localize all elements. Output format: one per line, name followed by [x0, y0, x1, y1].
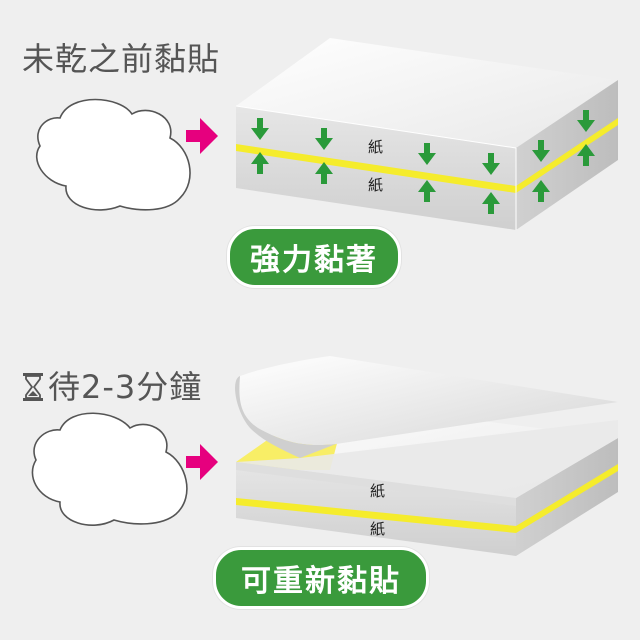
- strong-adhesion-badge: 強力黏著: [227, 226, 401, 288]
- step-repositionable: 待2-3分鐘: [0, 320, 640, 640]
- repositionable-illustration: 紙 紙: [31, 356, 618, 556]
- paper-label-lower: 紙: [368, 176, 383, 194]
- up-arrow-icon: [251, 144, 595, 214]
- paper-label-upper: 紙: [370, 482, 385, 500]
- hourglass-icon: [23, 373, 43, 401]
- glue-blob: [31, 412, 188, 526]
- paper-label-upper: 紙: [368, 138, 383, 156]
- step-strong-adhesion: 未乾之前黏貼: [22, 38, 618, 288]
- repositionable-badge: 可重新黏貼: [213, 547, 429, 609]
- right-arrow-icon: [186, 444, 218, 480]
- step-caption: 待2-3分鐘: [22, 362, 202, 408]
- curled-sheet: [239, 356, 618, 446]
- strong-adhesion-illustration: 紙 紙: [35, 38, 618, 230]
- paper-label-lower: 紙: [370, 520, 385, 538]
- down-arrow-icon: [251, 110, 595, 175]
- glue-blob: [35, 98, 191, 211]
- step-caption-text: 待2-3分鐘: [48, 368, 203, 406]
- right-arrow-icon: [186, 118, 218, 154]
- step-caption: 未乾之前黏貼: [22, 40, 221, 78]
